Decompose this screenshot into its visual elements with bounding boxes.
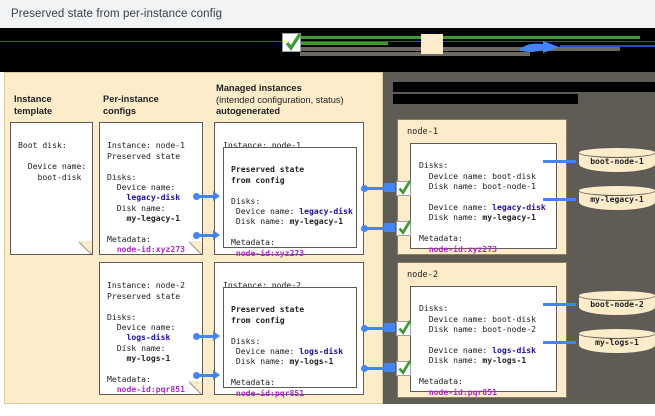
checkmark-icon-node2-disk xyxy=(396,320,412,336)
column-heading-managed-instances: Managed instances (intended configuratio… xyxy=(216,83,344,116)
cylinder-top xyxy=(578,185,655,196)
banner-blue-rule xyxy=(560,45,655,47)
connector-square-managed2-metadata xyxy=(384,363,395,372)
banner-green-line-lower xyxy=(300,42,388,45)
connector-dot-config1-disk xyxy=(193,193,200,200)
connector-dot-config2-disk xyxy=(193,333,200,340)
column-heading-instance-template: Instance template xyxy=(14,94,53,116)
banner-green-line-upper xyxy=(300,36,640,39)
connector-square-managed2-disk xyxy=(384,323,395,332)
cylinder-top xyxy=(578,328,655,339)
connector-line-config1-metadata xyxy=(199,234,214,237)
runtime-panel-redacted-heading-line1 xyxy=(393,82,655,92)
per-instance-config-node-2: Instance: node-2 Preserved state Disks: … xyxy=(99,262,203,395)
node-1-title: node-1 xyxy=(407,127,439,137)
connector-line-config1-disk xyxy=(199,195,214,198)
connector-square-managed1-disk xyxy=(384,183,395,192)
banner-beige-block xyxy=(421,34,443,54)
connector-dot-config2-metadata xyxy=(193,372,200,379)
disk-cylinder-boot-node-2: boot-node-2 xyxy=(578,290,655,318)
column-heading-per-instance-configs: Per-instance configs xyxy=(103,94,159,116)
banner-gray-line-lower xyxy=(300,52,530,56)
connector-dot-config1-metadata xyxy=(193,232,200,239)
disk-cylinder-boot-node-1: boot-node-1 xyxy=(578,147,655,175)
node-2-body: Disks: Device name: boot-disk Disk name:… xyxy=(410,286,557,397)
runtime-panel-redacted-heading-line2 xyxy=(393,94,578,104)
node-1-body: Disks: Device name: boot-disk Disk name:… xyxy=(410,143,557,254)
connector-dot-managed2-metadata xyxy=(361,365,368,372)
disk-cylinder-my-legacy-1: my-legacy-1 xyxy=(578,185,655,213)
connector-line-config2-disk xyxy=(199,335,214,338)
redacted-top-banner xyxy=(0,28,655,72)
page-fold-corner xyxy=(189,241,203,255)
cylinder-top xyxy=(578,290,655,301)
managed-instance-node-1: Instance: node-1 Preserved state from co… xyxy=(214,122,364,258)
connector-square-managed1-metadata xyxy=(384,223,395,232)
connector-line-node2-logs-disk xyxy=(543,341,576,344)
checkmark-icon xyxy=(282,33,302,52)
node-card-node-1: node-1 Disks: Device name: boot-disk Dis… xyxy=(397,119,567,255)
connector-dot-managed2-disk xyxy=(361,325,368,332)
connector-line-managed2-metadata xyxy=(367,367,385,370)
connector-line-managed1-metadata xyxy=(367,227,385,230)
connector-line-node1-legacy-disk xyxy=(543,198,576,201)
connector-arrow-config2-disk xyxy=(213,331,220,341)
connector-dot-managed1-disk xyxy=(361,185,368,192)
blue-arrow-icon xyxy=(519,41,564,62)
connector-arrow-config1-metadata xyxy=(213,230,220,240)
node-card-node-2: node-2 Disks: Device name: boot-disk Dis… xyxy=(397,262,567,398)
banner-gray-line-upper xyxy=(300,47,620,51)
instance-template-document: Boot disk: Device name: boot-disk xyxy=(10,122,93,255)
connector-arrow-config1-disk xyxy=(213,191,220,201)
disk-cylinder-my-logs-1: my-logs-1 xyxy=(578,328,655,356)
node-2-title: node-2 xyxy=(407,270,439,280)
managed-instance-node-2: Instance: node-2 Preserved state from co… xyxy=(214,262,364,398)
managed-instance-node-1-preserved-box: Preserved state from config Disks: Devic… xyxy=(223,147,357,258)
page-fold-corner xyxy=(189,381,203,395)
connector-line-node1-boot-disk xyxy=(543,160,576,163)
connector-line-managed2-disk xyxy=(367,327,385,330)
caption-bar: Preserved state from per-instance config xyxy=(0,0,655,28)
connector-dot-managed1-metadata xyxy=(361,225,368,232)
connector-line-node2-boot-disk xyxy=(543,303,576,306)
checkmark-icon-node2-metadata xyxy=(396,360,412,376)
managed-instance-node-2-preserved-box: Preserved state from config Disks: Devic… xyxy=(223,287,357,398)
connector-line-managed1-disk xyxy=(367,187,385,190)
connector-line-config2-metadata xyxy=(199,374,214,377)
checkmark-icon-node1-disk xyxy=(396,180,412,196)
cylinder-top xyxy=(578,147,655,158)
caption-text: Preserved state from per-instance config xyxy=(11,8,223,20)
page-fold-corner xyxy=(79,241,93,255)
diagram-canvas: Instance template Per-instance configs M… xyxy=(0,72,655,404)
connector-arrow-config2-metadata xyxy=(213,370,220,380)
per-instance-config-node-1: Instance: node-1 Preserved state Disks: … xyxy=(99,122,203,255)
checkmark-icon-node1-metadata xyxy=(396,220,412,236)
banner-divider-line xyxy=(0,41,655,42)
